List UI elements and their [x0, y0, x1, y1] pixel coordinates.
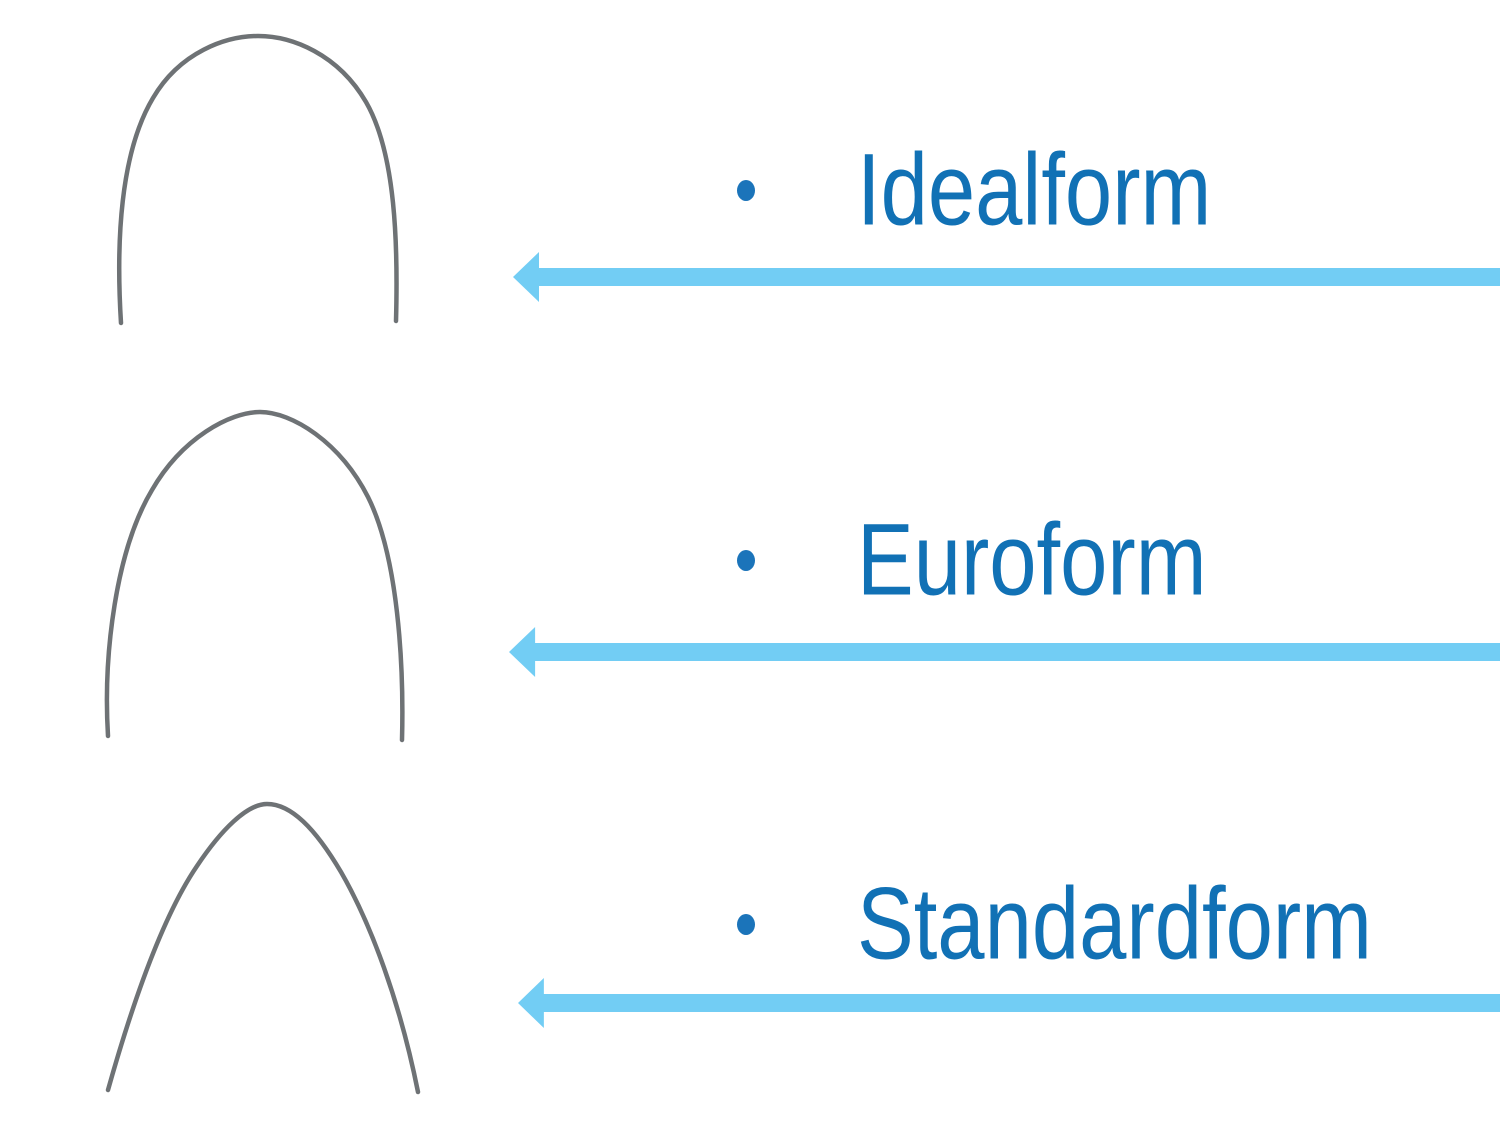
archform-label: Euroform	[857, 503, 1207, 617]
list-item: Standardform	[737, 867, 1372, 981]
archform-label: Idealform	[857, 133, 1212, 247]
bullet-icon	[737, 913, 755, 935]
bullet-icon	[737, 549, 755, 571]
left-arrow-icon	[509, 627, 1500, 677]
list-item: Idealform	[737, 133, 1212, 247]
archform-label: Standardform	[857, 867, 1372, 981]
left-arrow-icon	[518, 978, 1500, 1028]
euroform-archwire-icon	[104, 409, 405, 743]
standardform-archwire-icon	[105, 801, 421, 1095]
left-arrow-icon	[513, 252, 1500, 302]
list-item: Euroform	[737, 503, 1207, 617]
bullet-icon	[737, 179, 755, 201]
idealform-archwire-icon	[117, 33, 399, 326]
